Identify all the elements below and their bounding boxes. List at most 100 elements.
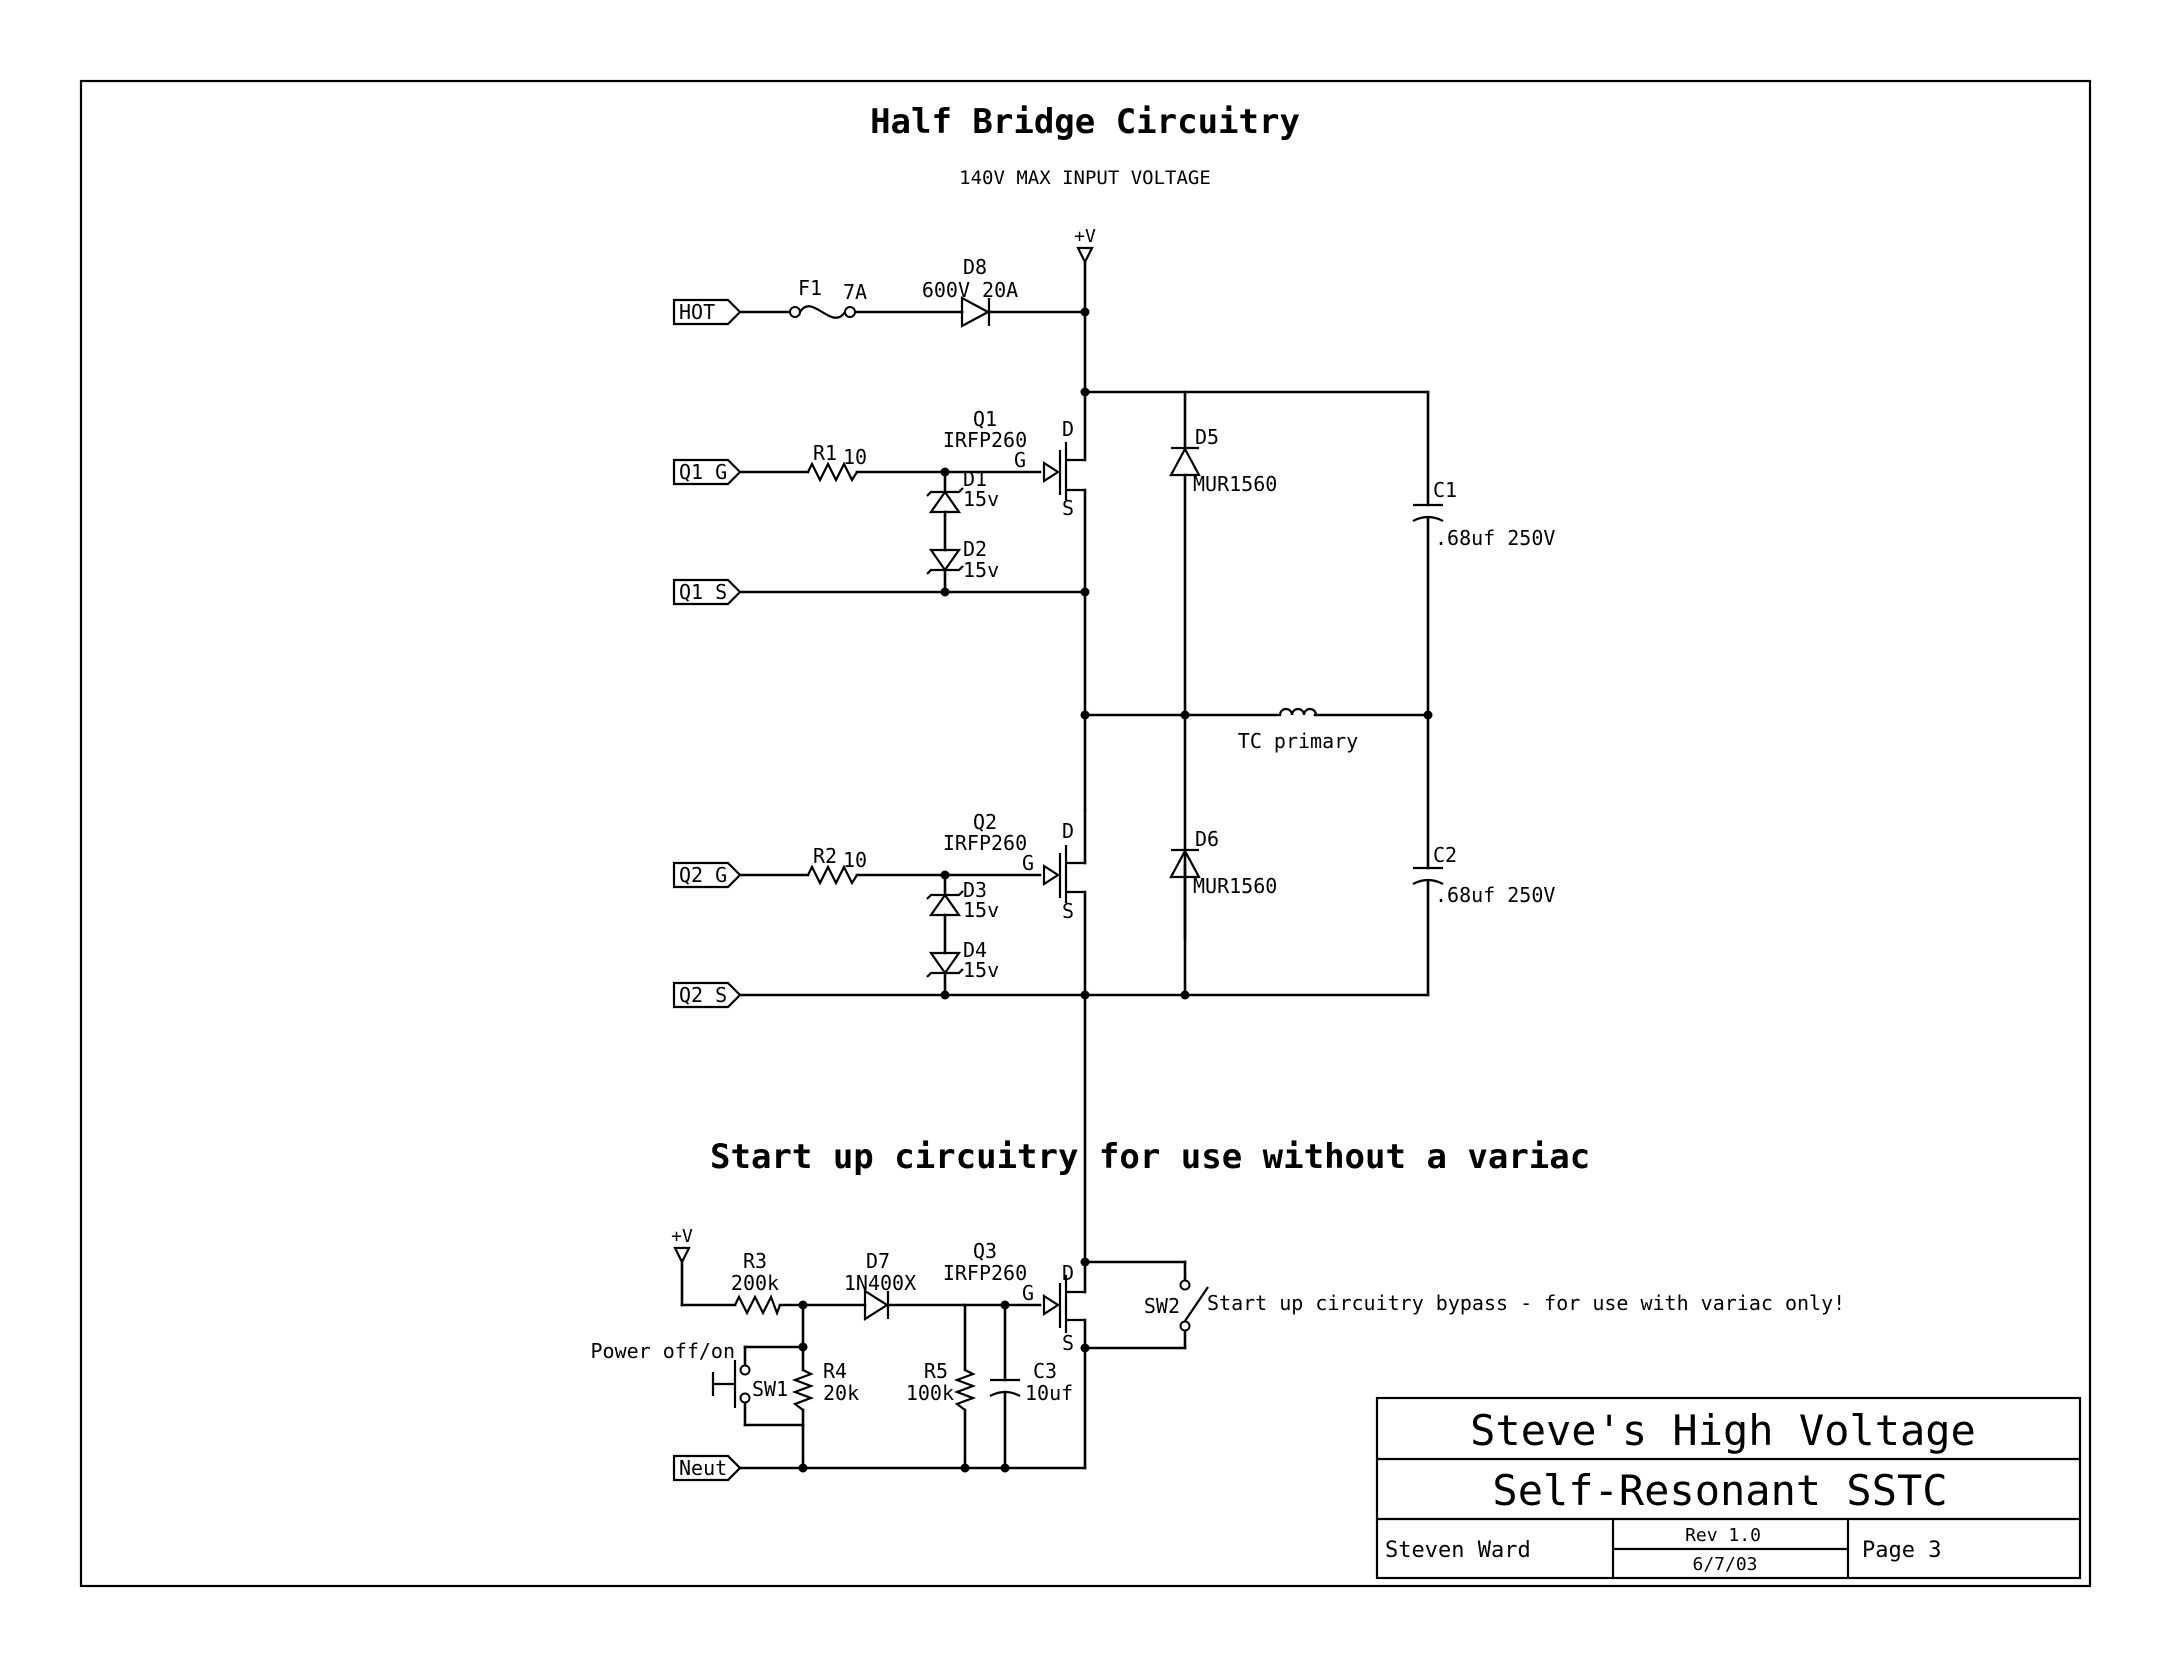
- capacitor-c1: C1 .68uf 250V: [1412, 478, 1555, 550]
- svg-text:+V: +V: [671, 1226, 693, 1247]
- title-block-project: Self-Resonant SSTC: [1492, 1466, 1947, 1515]
- svg-text:15v: 15v: [963, 487, 999, 511]
- svg-text:R5: R5: [924, 1359, 948, 1383]
- svg-text:Q1_G: Q1_G: [679, 460, 727, 484]
- svg-text:HOT: HOT: [679, 300, 715, 324]
- svg-text:Start up circuitry bypass - fo: Start up circuitry bypass - for use with…: [1207, 1291, 1845, 1315]
- resistor-r3: R3 200k: [731, 1249, 782, 1317]
- title-block-date: 6/7/03: [1692, 1554, 1757, 1575]
- svg-text:R1: R1: [813, 441, 837, 465]
- svg-text:S: S: [1062, 899, 1074, 923]
- svg-text:Q3: Q3: [973, 1239, 997, 1263]
- svg-text:G: G: [1022, 851, 1034, 875]
- svg-text:D1: D1: [963, 467, 987, 491]
- svg-text:20k: 20k: [823, 1381, 859, 1405]
- inductor-tc-primary: TC primary: [1238, 707, 1358, 753]
- svg-text:600V 20A: 600V 20A: [922, 278, 1018, 302]
- zener-d2: D2 15v: [926, 537, 999, 582]
- diode-d8: D8 600V 20A: [922, 255, 1018, 328]
- port-q2-g: Q2_G: [672, 861, 742, 889]
- svg-text:Q2_G: Q2_G: [679, 863, 727, 887]
- svg-text:D: D: [1062, 417, 1074, 441]
- fuse-f1: F1 7A: [789, 276, 867, 319]
- port-q1-s: Q1_S: [672, 578, 742, 606]
- port-hot: HOT: [672, 298, 742, 326]
- svg-text:7A: 7A: [843, 280, 867, 304]
- title-block-revision: Rev 1.0: [1685, 1525, 1761, 1546]
- diode-d7: D7 1N400X: [844, 1249, 916, 1322]
- resistor-r1: R1 10: [807, 441, 867, 483]
- svg-text:IRFP260: IRFP260: [943, 1261, 1027, 1285]
- svg-text:.68uf 250V: .68uf 250V: [1435, 883, 1555, 907]
- svg-text:C3: C3: [1033, 1359, 1057, 1383]
- svg-text:D: D: [1062, 1261, 1074, 1285]
- svg-text:Power off/on: Power off/on: [591, 1339, 736, 1363]
- svg-text:D6: D6: [1195, 827, 1219, 851]
- page-title: Half Bridge Circuitry: [870, 102, 1300, 142]
- svg-text:D: D: [1062, 819, 1074, 843]
- svg-text:F1: F1: [798, 276, 822, 300]
- svg-text:R3: R3: [743, 1249, 767, 1273]
- svg-text:D8: D8: [963, 255, 987, 279]
- svg-text:G: G: [1022, 1281, 1034, 1305]
- title-block-company: Steve's High Voltage: [1470, 1406, 1976, 1455]
- svg-text:15v: 15v: [963, 558, 999, 582]
- port-q2-s: Q2_S: [672, 981, 742, 1009]
- vplus-startup: +V: [671, 1226, 693, 1265]
- svg-text:200k: 200k: [731, 1271, 779, 1295]
- svg-text:MUR1560: MUR1560: [1193, 472, 1277, 496]
- svg-text:15v: 15v: [963, 958, 999, 982]
- svg-text:S: S: [1062, 496, 1074, 520]
- svg-text:D5: D5: [1195, 425, 1219, 449]
- mosfet-q3: Q3 IRFP260 D G S: [943, 1239, 1087, 1355]
- svg-text:D7: D7: [866, 1249, 890, 1273]
- svg-text:D2: D2: [963, 537, 987, 561]
- switch-sw2: SW2 Start up circuitry bypass - for use …: [1144, 1279, 1845, 1332]
- svg-text:D4: D4: [963, 938, 987, 962]
- svg-text:D3: D3: [963, 878, 987, 902]
- page-subtitle: 140V MAX INPUT VOLTAGE: [959, 167, 1211, 189]
- capacitor-c3: C3 10uf: [989, 1359, 1073, 1405]
- svg-text:SW1: SW1: [752, 1377, 788, 1401]
- svg-text:15v: 15v: [963, 898, 999, 922]
- svg-text:100k: 100k: [906, 1381, 954, 1405]
- zener-d1: D1 15v: [926, 467, 999, 514]
- port-neut: Neut: [672, 1454, 742, 1482]
- svg-text:10: 10: [843, 848, 867, 872]
- svg-text:S: S: [1062, 1331, 1074, 1355]
- svg-text:10: 10: [843, 445, 867, 469]
- resistor-r5: R5 100k: [906, 1359, 977, 1411]
- svg-text:IRFP260: IRFP260: [943, 428, 1027, 452]
- resistor-r2: R2 10: [807, 844, 867, 886]
- svg-text:Q2: Q2: [973, 810, 997, 834]
- section-title: Start up circuitry for use without a var…: [710, 1137, 1590, 1177]
- mosfet-q2: Q2 IRFP260 D G S: [943, 808, 1087, 923]
- svg-text:10uf: 10uf: [1025, 1381, 1073, 1405]
- svg-text:C2: C2: [1433, 843, 1457, 867]
- svg-text:1N400X: 1N400X: [844, 1271, 916, 1295]
- title-block-page: Page 3: [1862, 1538, 1941, 1563]
- port-q1-g: Q1_G: [672, 458, 742, 486]
- diode-d5: D5 MUR1560: [1169, 425, 1277, 496]
- svg-text:R2: R2: [813, 844, 837, 868]
- svg-text:C1: C1: [1433, 478, 1457, 502]
- vplus-top: +V: [1074, 226, 1096, 265]
- title-block-author: Steven Ward: [1385, 1538, 1531, 1563]
- svg-text:+V: +V: [1074, 226, 1096, 247]
- sheet-border: [79, 79, 2092, 1588]
- svg-text:Q2_S: Q2_S: [679, 983, 727, 1007]
- resistor-r4: R4 20k: [791, 1359, 859, 1411]
- svg-text:G: G: [1014, 448, 1026, 472]
- svg-text:IRFP260: IRFP260: [943, 831, 1027, 855]
- zener-d3: D3 15v: [926, 878, 999, 922]
- svg-text:MUR1560: MUR1560: [1193, 874, 1277, 898]
- zener-d4: D4 15v: [926, 938, 999, 982]
- svg-text:R4: R4: [823, 1359, 847, 1383]
- svg-text:Neut: Neut: [679, 1456, 727, 1480]
- diode-d6: D6 MUR1560: [1169, 827, 1277, 898]
- svg-text:Q1: Q1: [973, 407, 997, 431]
- wires: [680, 260, 1430, 1470]
- svg-text:SW2: SW2: [1144, 1294, 1180, 1318]
- mosfet-q1: Q1 IRFP260 D G S: [943, 407, 1085, 520]
- svg-text:.68uf 250V: .68uf 250V: [1435, 526, 1555, 550]
